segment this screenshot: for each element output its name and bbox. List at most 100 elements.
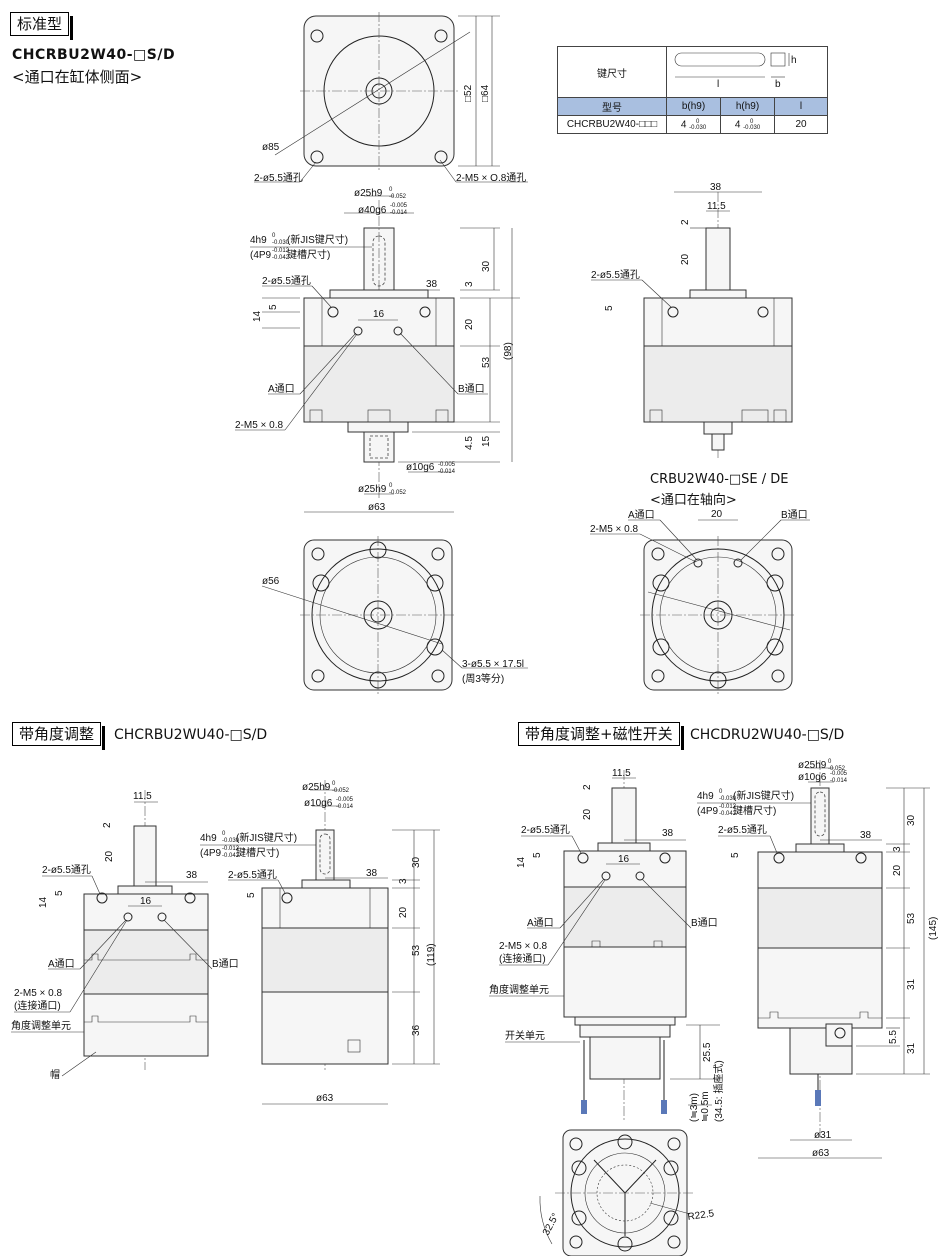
dim-key-main-note: (新JIS键尺寸) <box>287 233 348 246</box>
dim-v5-5: 5.5 <box>888 1030 899 1044</box>
dim-port-a-axial: A通口 <box>628 509 655 521</box>
dim-cable: (≒3m) <box>689 1093 700 1122</box>
key-sketch-b: b <box>775 79 781 90</box>
dim-v38-sw-r: 38 <box>860 830 872 841</box>
standard-type-tag: 标准型 <box>10 12 74 40</box>
dim-key-alt-sw-tol-top: -0.012 <box>719 804 737 810</box>
axial-subtitle: <通口在轴向> <box>650 493 737 508</box>
dim-hole-thru-sw-r: 2-ø5.5通孔 <box>718 824 767 836</box>
dim-switch-unit: 开关单元 <box>505 1029 545 1042</box>
switch-view-bottom: 32.5° R22.5 <box>539 1129 715 1256</box>
dim-port-a-std: A通口 <box>268 383 295 395</box>
dim-cable3: (34.5: 插座式) <box>712 1060 725 1122</box>
angle-view-left: 11.5 2 20 2-ø5.5通孔 38 5 14 16 A通口 B通口 2-… <box>11 790 239 1081</box>
dim-key-alt: (4P9 <box>250 250 272 261</box>
dim-d25-angle: ø25h9 <box>302 782 331 793</box>
dim-slot: 3-ø5.5 × 17.5l <box>462 659 524 670</box>
dim-r22-5: R22.5 <box>687 1208 715 1223</box>
dim-d25-bottom: ø25h9 <box>358 484 387 495</box>
dim-v4-5: 4.5 <box>464 436 475 450</box>
dim-v2-axial: 2 <box>680 219 691 225</box>
dim-sq64: □64 <box>480 84 491 102</box>
dim-key-sw-note: (新JIS键尺寸) <box>733 789 794 802</box>
dim-key-alt-sw-note: 键槽尺寸) <box>733 804 776 817</box>
dim-d25-tol-top: 0 <box>389 187 393 193</box>
dim-port-a-angle: A通口 <box>48 958 75 970</box>
dim-key-main: 4h9 <box>250 235 267 246</box>
dim-v25-5: 25.5 <box>702 1042 713 1062</box>
dim-v3: 3 <box>464 281 475 287</box>
dim-v98: (98) <box>503 342 514 360</box>
dim-v20-angle: 20 <box>104 850 115 862</box>
dim-key-sw-tol-top: 0 <box>719 789 723 795</box>
dim-v16: 16 <box>373 309 385 320</box>
dim-conn-port-sw: (连接通口) <box>499 952 546 965</box>
dim-v14-sw: 14 <box>516 856 527 868</box>
dim-v30-sw: 30 <box>906 814 917 826</box>
dim-key-alt-sw: (4P9 <box>697 806 719 817</box>
dim-key-alt-sw-tol-bot: -0.042 <box>719 811 737 817</box>
key-dimension-table: 键尺寸 l b h 型号 b(h9) h(h9) l CHCRBU2W40-□□… <box>557 46 828 134</box>
dim-d40-tol-top: -0.005 <box>390 203 408 209</box>
dim-hole-thru-axial: 2-ø5.5通孔 <box>591 269 640 281</box>
dim-key-alt-tol-top: -0.012 <box>272 248 290 254</box>
dim-v119: (119) <box>426 943 437 966</box>
key-sketch-l: l <box>717 79 719 90</box>
dim-m5-angle: 2-M5 × 0.8 <box>14 988 63 999</box>
dim-v14: 14 <box>252 310 263 322</box>
key-header-h: h(h9) <box>720 97 775 116</box>
key-sketch-h: h <box>791 55 797 66</box>
dim-v20-sw: 20 <box>582 808 593 820</box>
dim-d25-sw-tol-bot: -0.052 <box>828 766 846 772</box>
dim-port-b-angle: B通口 <box>212 958 239 970</box>
dim-key-alt-angle-note: 键槽尺寸) <box>236 846 279 859</box>
dim-m5-axial: 2-M5 × 0.8 <box>590 524 639 535</box>
dim-port-a-sw: A通口 <box>527 917 554 929</box>
dim-v31-a: 31 <box>906 978 917 990</box>
dim-v16-sw: 16 <box>618 854 630 865</box>
standard-model: CHCRBU2W40-□S/D <box>12 47 176 63</box>
dim-d25-sw-tol-top: 0 <box>828 759 832 765</box>
dim-v38-sw: 38 <box>662 828 674 839</box>
dim-hole-thru-sw: 2-ø5.5通孔 <box>521 824 570 836</box>
dim-v20-axial-bottom: 20 <box>711 509 723 520</box>
angle-switch-tag: 带角度调整+磁性开关 <box>518 722 684 750</box>
dim-port-b-axial: B通口 <box>781 509 808 521</box>
dim-v3-sw: 3 <box>892 846 903 852</box>
dim-key-angle-note: (新JIS键尺寸) <box>236 831 297 844</box>
angle-adjust-tag: 带角度调整 <box>12 722 106 750</box>
dim-port-b-sw: B通口 <box>691 917 718 929</box>
dim-key-angle: 4h9 <box>200 833 217 844</box>
dim-d10-sw-tol-top: -0.005 <box>830 771 848 777</box>
dim-d25-angle-tol-top: 0 <box>332 781 336 787</box>
dim-d25-angle-tol-bot: -0.052 <box>332 788 350 794</box>
standard-subtitle: <通口在缸体侧面> <box>12 68 143 86</box>
dim-v53: 53 <box>481 356 492 368</box>
dim-d10-sw: ø10g6 <box>798 772 827 783</box>
dim-angle-unit-sw: 角度调整单元 <box>489 983 549 996</box>
dim-slot-note: (周3等分) <box>462 672 504 685</box>
dim-angle-unit-left: 角度调整单元 <box>11 1019 71 1032</box>
bottom-view-axial: 20 A通口 2-M5 × 0.8 B通口 <box>590 509 810 694</box>
dim-key-alt-angle-tol-top: -0.012 <box>222 846 240 852</box>
dim-key-sw: 4h9 <box>697 791 714 802</box>
dim-v14-angle: 14 <box>38 896 49 908</box>
dim-d10-angle-tol-top: -0.005 <box>336 797 354 803</box>
dim-d10-std: ø10g6 <box>406 462 435 473</box>
dim-v5-angle-r: 5 <box>246 892 257 898</box>
dim-v38-axial: 38 <box>710 182 722 193</box>
bottom-view-standard: ø56 3-ø5.5 × 17.5l (周3等分) <box>261 536 528 694</box>
dim-key-main-tol-bot: -0.030 <box>272 240 290 246</box>
dim-v53-angle: 53 <box>411 944 422 956</box>
key-row-b: 4 0-0.030 <box>666 115 721 134</box>
dim-v20-sw-r: 20 <box>892 864 903 876</box>
dim-hole-thru-top: 2-ø5.5通孔 <box>254 172 303 184</box>
dim-key-alt-tol-bot: -0.042 <box>272 255 290 261</box>
dim-v38-angle: 38 <box>186 870 198 881</box>
dim-d25-b-tol-top: 0 <box>389 483 393 489</box>
key-table-row-label: 键尺寸 <box>557 46 667 98</box>
dim-d10-angle-tol-bot: -0.014 <box>336 804 354 810</box>
dim-d10-tol-top: -0.005 <box>438 462 456 468</box>
dim-v2-sw: 2 <box>582 784 593 790</box>
